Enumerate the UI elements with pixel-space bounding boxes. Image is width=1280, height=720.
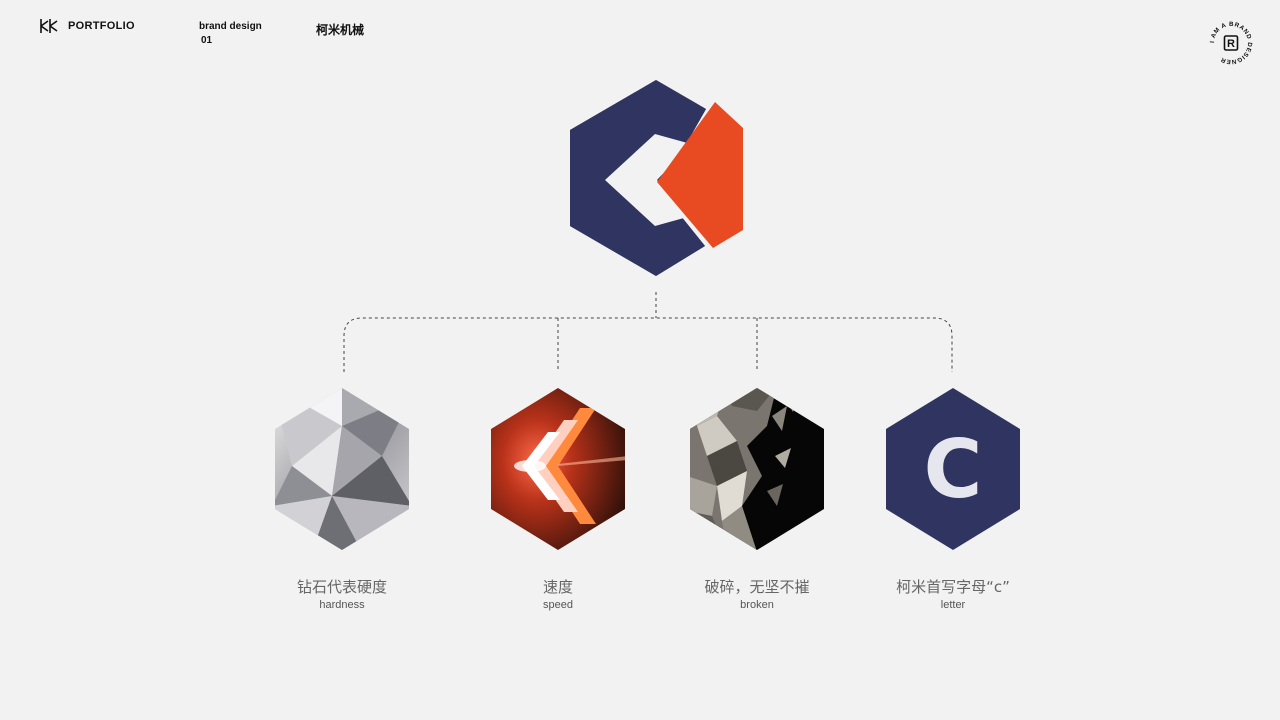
concept-title: 柯米首写字母“c” bbox=[896, 578, 1010, 596]
concept-speed: 速度 speed bbox=[478, 386, 638, 612]
brand-name: 柯米机械 bbox=[316, 23, 365, 37]
komi-main-logo bbox=[570, 80, 743, 276]
concept-hardness: 钻石代表硬度 hardness bbox=[262, 386, 422, 612]
speed-arrows-image bbox=[491, 388, 625, 550]
concept-title: 钻石代表硬度 bbox=[296, 578, 387, 596]
concept-title: 速度 bbox=[542, 578, 573, 596]
concept-title: 破碎，无坚不摧 bbox=[704, 578, 810, 596]
section-number: 01 bbox=[201, 35, 213, 46]
letter-c: C bbox=[924, 423, 983, 516]
concept-subtitle: hardness bbox=[319, 599, 365, 611]
portfolio-header: PORTFOLIO bbox=[40, 18, 135, 34]
double-arrow-icon bbox=[40, 19, 58, 33]
concept-subtitle: speed bbox=[543, 599, 573, 611]
badge-letter: R bbox=[1227, 38, 1235, 50]
shattered-stone-image bbox=[690, 388, 824, 550]
concept-broken: 破碎，无坚不摧 broken bbox=[677, 386, 837, 612]
designer-badge: I AM A BRAND DESIGNER R bbox=[1209, 21, 1253, 65]
concept-subtitle: broken bbox=[740, 599, 774, 611]
portfolio-label: PORTFOLIO bbox=[68, 20, 135, 32]
concept-letter: C 柯米首写字母“c” letter bbox=[873, 386, 1033, 612]
letter-c-image: C bbox=[886, 388, 1020, 550]
diamond-image bbox=[275, 388, 409, 550]
section-label-block: brand design 01 bbox=[199, 20, 262, 48]
concept-subtitle: letter bbox=[940, 599, 966, 611]
section-label: brand design bbox=[199, 21, 262, 32]
